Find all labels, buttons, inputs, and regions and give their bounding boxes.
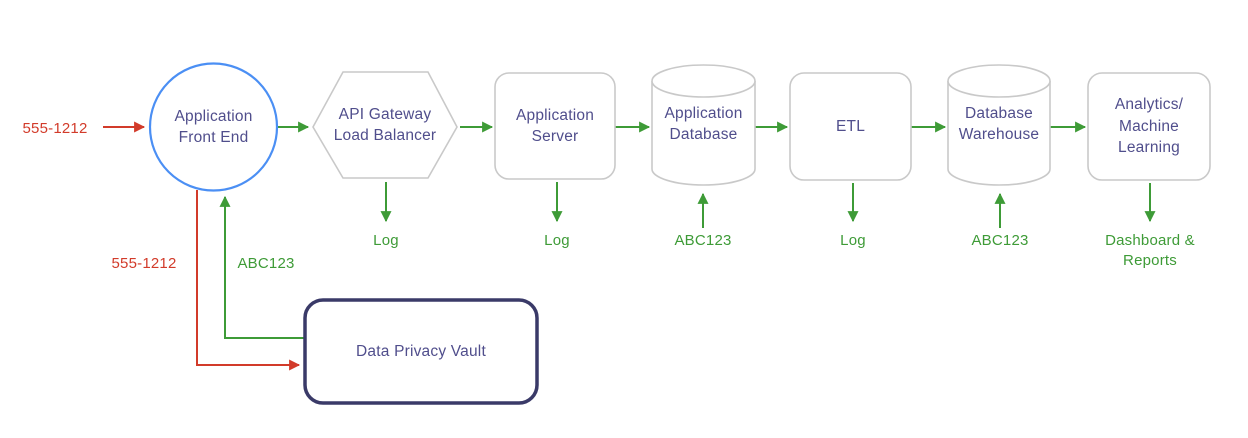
shape-application-database-top — [651, 64, 756, 98]
shape-analytics-machine-learning — [1087, 72, 1211, 181]
shape-etl — [789, 72, 912, 181]
shape-data-privacy-vault — [303, 298, 539, 405]
shape-application-server — [494, 72, 616, 180]
shape-application-front-end — [148, 62, 279, 192]
arrow-vault-to-frontend — [219, 195, 305, 339]
shape-database-warehouse-body — [947, 81, 1051, 186]
shape-application-database-body — [651, 81, 756, 186]
shape-database-warehouse-top — [947, 64, 1051, 98]
arrow-frontend-to-vault — [196, 190, 301, 371]
shape-api-gateway-load-balancer — [312, 71, 458, 179]
